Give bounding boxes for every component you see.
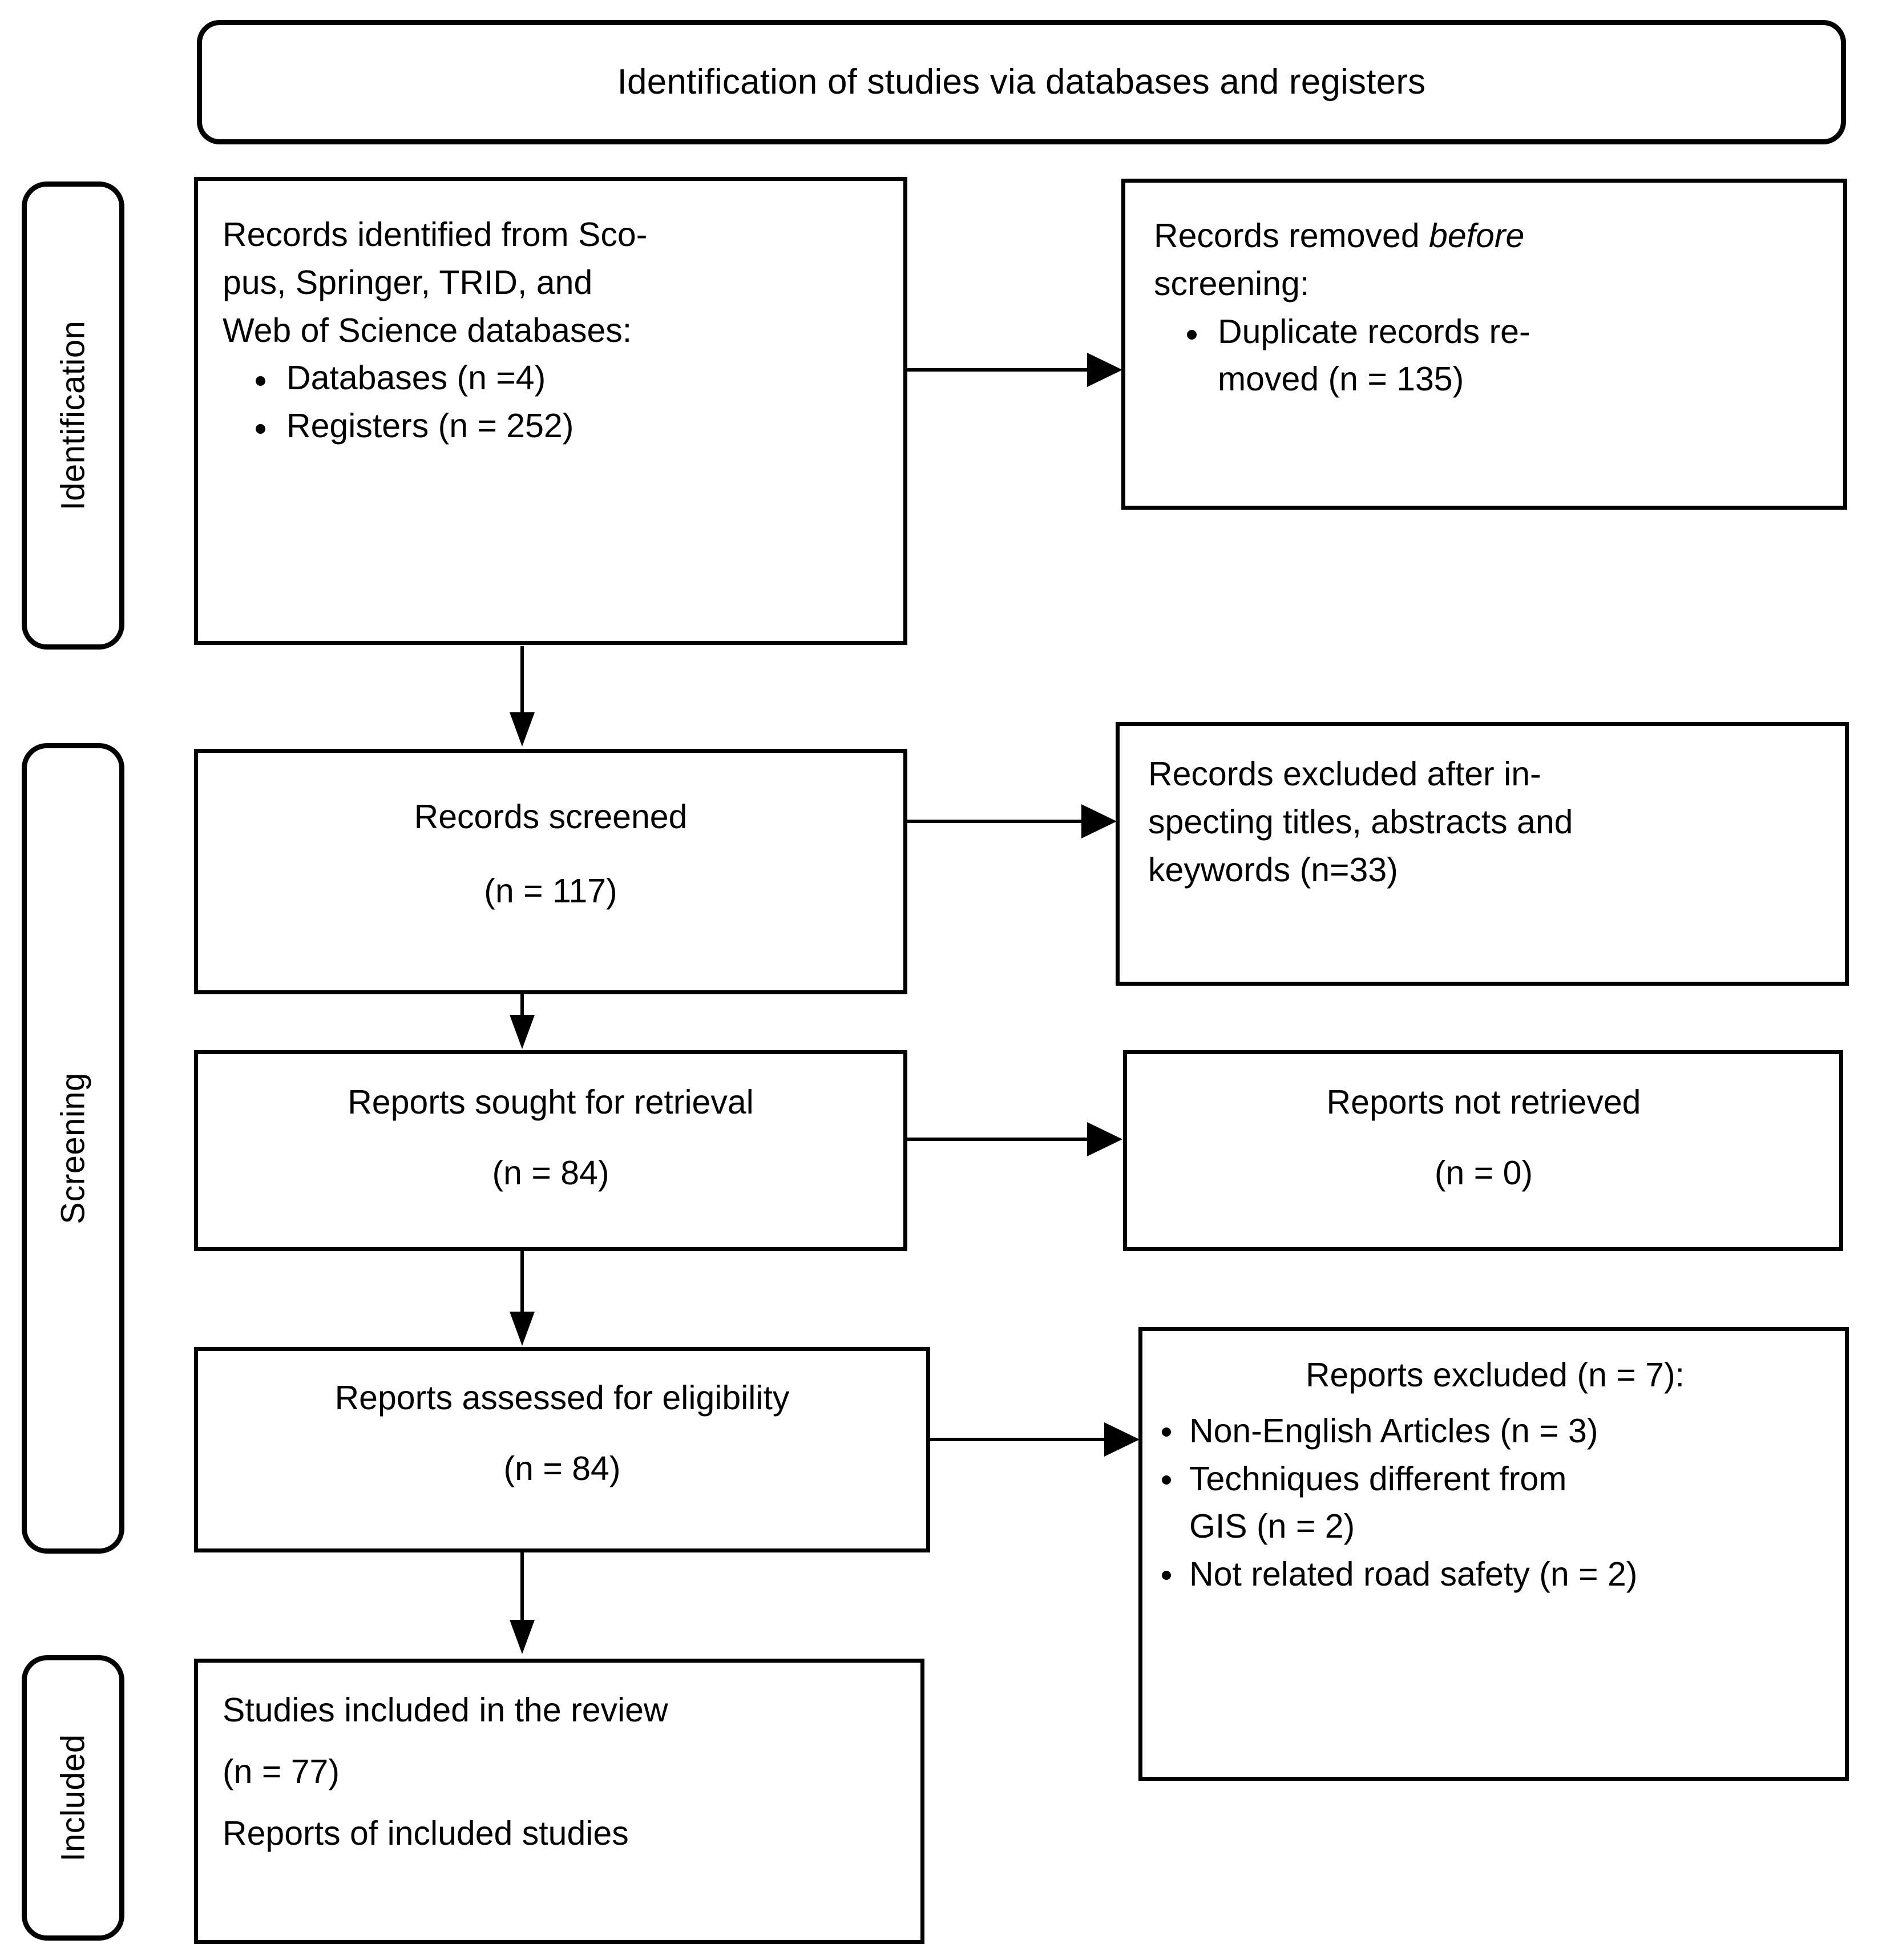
box-reports-assessed [194, 1347, 930, 1552]
header-title: Identification of studies via databases … [617, 62, 1426, 102]
records-identified-line1: Records identified from Sco- [223, 216, 648, 253]
box-records-removed-text: Records removed before screening: Duplic… [1154, 212, 1827, 404]
box-records-removed [1121, 179, 1847, 510]
reports-sought-line1: Reports sought for retrieval [348, 1083, 754, 1121]
list-item: Databases (n =4) [223, 354, 885, 402]
header-banner: Identification of studies via databases … [197, 20, 1846, 144]
records-screened-line2: (n = 117) [484, 872, 617, 910]
reports-not-retrieved-line2: (n = 0) [1434, 1154, 1533, 1192]
list-item: Duplicate records re- moved (n = 135) [1154, 308, 1827, 404]
box-records-identified-text: Records identified from Sco- pus, Spring… [223, 211, 885, 450]
connector-sought-to-assessed [520, 1251, 524, 1314]
arrowhead-sought-to-not-retrieved [1087, 1122, 1122, 1156]
box-reports-sought-text: Reports sought for retrieval (n = 84) [205, 1079, 896, 1197]
connector-screened-to-sought [520, 994, 524, 1017]
records-screened-line1: Records screened [414, 798, 688, 836]
records-identified-bullet-list: Databases (n =4) Registers (n = 252) [223, 354, 885, 450]
reports-excluded-bullet-list: Non-English Articles (n = 3) Techniques … [1153, 1408, 1837, 1599]
box-records-excluded-text: Records excluded after in- specting titl… [1148, 751, 1839, 894]
connector-assessed-to-excluded [929, 1438, 1106, 1441]
list-item: Registers (n = 252) [223, 402, 885, 450]
arrowhead-assessed-to-excluded [1104, 1422, 1140, 1457]
records-removed-line1: Records removed before [1154, 212, 1827, 260]
reports-excluded-heading: Reports excluded (n = 7): [1305, 1356, 1685, 1394]
stage-screening: Screening [22, 743, 124, 1554]
box-reports-not-retrieved [1123, 1050, 1843, 1251]
records-removed-bullet-list: Duplicate records re- moved (n = 135) [1154, 308, 1827, 404]
connector-identified-to-removed [906, 368, 1089, 372]
box-studies-included-text: Studies included in the review (n = 77) … [223, 1687, 913, 1857]
reports-assessed-line2: (n = 84) [503, 1449, 621, 1487]
records-excluded-line1: Records excluded after in- [1148, 755, 1541, 793]
records-excluded-line3: keywords (n=33) [1148, 850, 1398, 889]
stage-included: Included [22, 1655, 124, 1941]
box-records-screened-text: Records screened (n = 117) [205, 793, 896, 916]
box-reports-sought [194, 1050, 907, 1251]
records-identified-line2: pus, Springer, TRID, and [223, 263, 593, 301]
studies-included-line2: (n = 77) [223, 1752, 340, 1790]
records-identified-line3: Web of Science databases: [223, 311, 632, 349]
reports-not-retrieved-line1: Reports not retrieved [1326, 1083, 1641, 1121]
studies-included-line3: Reports of included studies [223, 1814, 629, 1852]
records-removed-line1-emphasis: before [1429, 217, 1525, 255]
box-records-identified [194, 177, 907, 645]
list-item: Techniques different from GIS (n = 2) [1153, 1455, 1837, 1551]
records-removed-line2: screening: [1154, 264, 1310, 303]
box-reports-excluded-text: Reports excluded (n = 7): Non-English Ar… [1153, 1352, 1837, 1599]
records-removed-line1-prefix: Records removed [1154, 217, 1429, 255]
arrowhead-assessed-to-included [510, 1620, 535, 1654]
connector-identified-to-screened [520, 646, 524, 715]
connector-screened-to-excluded [906, 820, 1083, 823]
records-excluded-line2: specting titles, abstracts and [1148, 802, 1573, 841]
arrowhead-identified-to-screened [510, 712, 535, 747]
arrowhead-screened-to-excluded [1081, 804, 1117, 838]
reports-excluded-bullet2-line1: Techniques different from [1189, 1459, 1567, 1498]
records-removed-bullet-line2: moved (n = 135) [1218, 360, 1464, 398]
stage-included-label: Included [54, 1734, 92, 1862]
reports-assessed-line1: Reports assessed for eligibility [334, 1379, 790, 1417]
box-reports-excluded [1138, 1327, 1849, 1781]
studies-included-line1: Studies included in the review [223, 1691, 668, 1729]
arrowhead-screened-to-sought [510, 1015, 535, 1049]
arrowhead-identified-to-removed [1087, 353, 1122, 387]
connector-sought-to-not-retrieved [906, 1138, 1089, 1141]
box-records-screened [194, 749, 907, 994]
box-reports-assessed-text: Reports assessed for eligibility (n = 84… [203, 1374, 922, 1493]
box-reports-not-retrieved-text: Reports not retrieved (n = 0) [1136, 1079, 1832, 1197]
reports-sought-line2: (n = 84) [492, 1154, 609, 1192]
stage-screening-label: Screening [54, 1072, 92, 1224]
connector-assessed-to-included [520, 1552, 524, 1621]
box-records-excluded [1116, 722, 1849, 986]
box-studies-included [194, 1659, 924, 1944]
arrowhead-sought-to-assessed [510, 1312, 535, 1346]
list-item: Non-English Articles (n = 3) [1153, 1408, 1837, 1455]
list-item: Not related road safety (n = 2) [1153, 1551, 1837, 1599]
reports-excluded-bullet2-line2: GIS (n = 2) [1189, 1507, 1355, 1546]
stage-identification: Identification [22, 182, 124, 650]
records-removed-bullet-line1: Duplicate records re- [1218, 312, 1530, 350]
stage-identification-label: Identification [54, 320, 92, 511]
